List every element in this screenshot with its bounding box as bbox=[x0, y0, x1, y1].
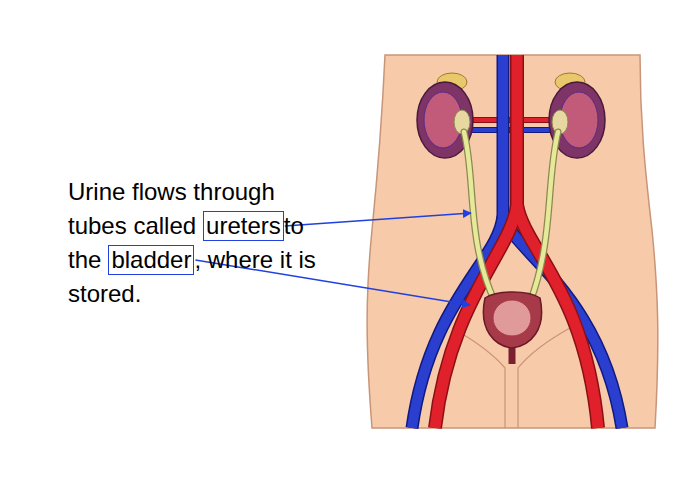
term-text: bladder bbox=[111, 246, 191, 273]
ureters bbox=[464, 132, 558, 302]
ureter-outline bbox=[464, 132, 495, 302]
ureter-outline bbox=[530, 132, 558, 302]
aorta bbox=[435, 55, 598, 428]
leader-arrow bbox=[285, 213, 471, 226]
ureter bbox=[530, 132, 558, 302]
body-outline bbox=[367, 55, 658, 428]
term-box: bladder bbox=[108, 245, 194, 275]
bladder-wall bbox=[483, 292, 541, 348]
term-text: ureters bbox=[206, 212, 281, 239]
vena-cava bbox=[412, 55, 622, 428]
bladder-organ bbox=[483, 292, 541, 364]
ureter bbox=[464, 132, 495, 302]
term-box: ureters bbox=[203, 211, 284, 241]
vein-outline bbox=[412, 55, 503, 428]
vein bbox=[412, 55, 503, 428]
sentence-block: Urine flows through tubes calledureterst… bbox=[68, 175, 333, 311]
bladder-lumen bbox=[493, 300, 531, 336]
